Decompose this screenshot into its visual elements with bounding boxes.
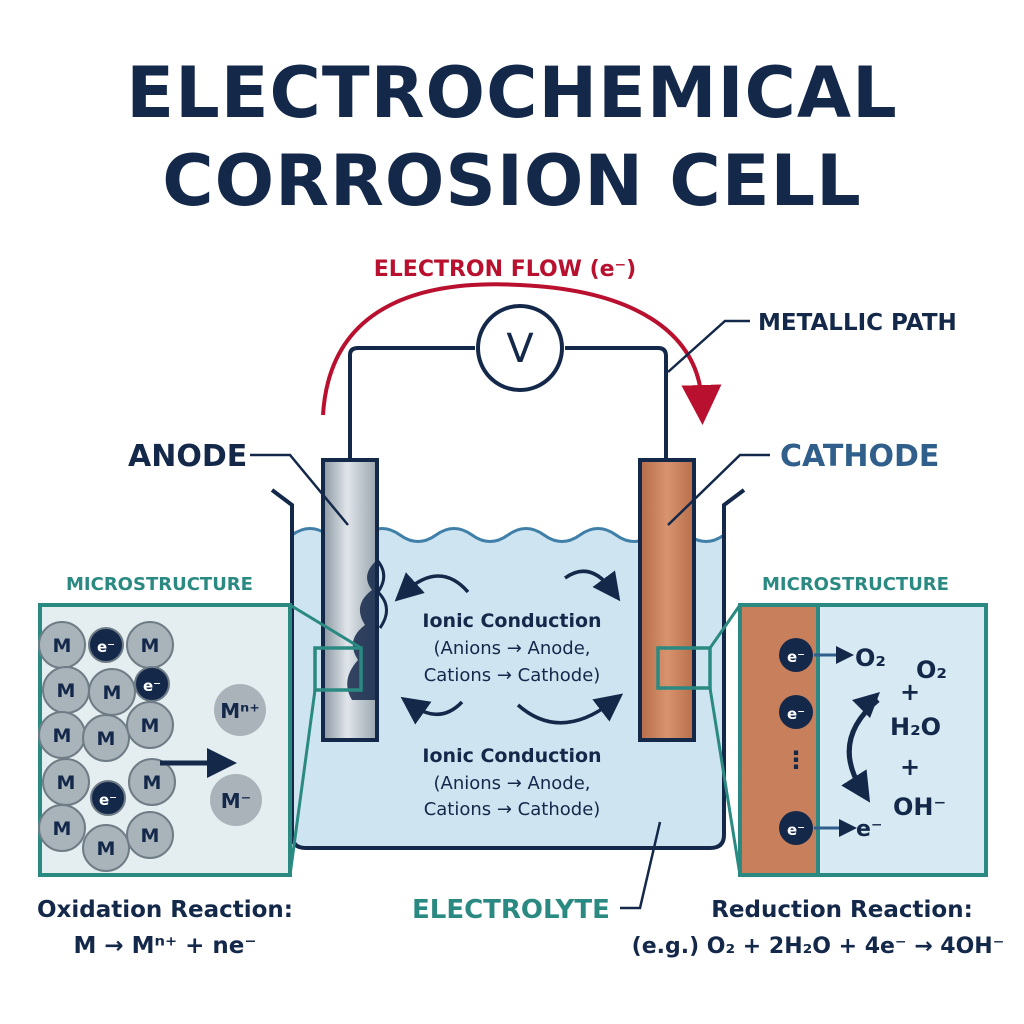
metal-atom-label: M: [53, 818, 72, 840]
cation-ion: [214, 684, 266, 736]
svg-text:e⁻: e⁻: [787, 648, 805, 666]
electrolyte-leader: [620, 821, 662, 910]
svg-text:e⁻: e⁻: [787, 821, 805, 839]
reduction-title: Reduction Reaction:: [711, 897, 973, 923]
ion-arrow-2: [563, 569, 621, 602]
cathode-label: CATHODE: [780, 439, 939, 474]
electron-out: e⁻: [856, 817, 883, 842]
reduction-equation: (e.g.) O₂ + 2H₂O + 4e⁻ → 4OH⁻: [632, 934, 1005, 959]
microstructure-left-label: MICROSTRUCTURE: [66, 574, 253, 595]
metal-atom: [82, 824, 130, 872]
electrolyte-label: ELECTROLYTE: [412, 895, 610, 925]
electrolyte-fill: [292, 528, 724, 848]
metal-atom-label: M: [57, 680, 76, 702]
electron-particle: [779, 695, 813, 729]
electron-flow-label: ELECTRON FLOW (e⁻): [374, 257, 636, 282]
electron-particle: [779, 638, 813, 672]
oxidation-title: Oxidation Reaction:: [37, 897, 293, 923]
ionic-conduction-line2-1: Cations → Cathode): [424, 665, 601, 686]
metal-atom-label: M: [53, 725, 72, 747]
metal-atom-label: M: [143, 772, 162, 794]
cation-ion-label: Mⁿ⁺: [220, 699, 260, 723]
electron-label: e⁻: [99, 791, 117, 809]
metal-atom: [38, 804, 86, 852]
title-line-1: ELECTROCHEMICAL: [126, 52, 898, 134]
electron-flow-arrow: [321, 282, 722, 425]
beaker: [270, 488, 746, 850]
metal-atom-label: M: [103, 682, 122, 704]
oxidation-equation: M → Mⁿ⁺ + ne⁻: [73, 933, 256, 959]
electron-particle: [779, 811, 813, 845]
anode-corrosion-pitting: [347, 560, 377, 700]
metal-atom-label: M: [141, 635, 160, 657]
metal-atom: [128, 758, 176, 806]
title-line-2: CORROSION CELL: [162, 140, 862, 222]
electron-particle: [90, 780, 126, 816]
metal-atom-label: M: [141, 715, 160, 737]
anion-ion-label: M⁻: [221, 789, 251, 813]
cathode-electrode: [638, 458, 696, 742]
ion-arrow-1: [394, 572, 470, 602]
o2-reactant: O₂: [855, 644, 886, 672]
anion-ion: [210, 774, 262, 826]
ionic-conduction-line1-1: (Anions → Anode,: [433, 638, 590, 659]
electron-label: e⁻: [97, 638, 115, 656]
oh-product: OH⁻: [893, 793, 946, 821]
metal-atom-label: M: [53, 635, 72, 657]
metallic-path-label: METALLIC PATH: [758, 310, 957, 336]
microstructure-right-label: MICROSTRUCTURE: [762, 574, 949, 595]
metal-atom: [82, 714, 130, 762]
voltmeter: [476, 304, 564, 392]
svg-text:e⁻: e⁻: [787, 705, 805, 723]
ion-arrow-4: [516, 693, 624, 725]
voltmeter-label: V: [506, 326, 534, 372]
electron-label: e⁻: [143, 677, 161, 695]
electron-particle: [88, 627, 124, 663]
metal-atom-label: M: [141, 825, 160, 847]
electron-particle: [134, 666, 170, 702]
metal-atom-label: M: [97, 728, 116, 750]
metal-atom: [126, 701, 174, 749]
electron-dots: ⋮: [784, 746, 808, 774]
anode-leader: [250, 453, 349, 526]
ionic-conduction-line1-2: (Anions → Anode,: [433, 773, 590, 794]
o2-reactant-2: O₂: [916, 656, 947, 684]
anode-label: ANODE: [128, 439, 247, 474]
plus-sign-1: +: [900, 678, 920, 706]
ion-arrow-3: [400, 696, 464, 725]
metal-atom: [126, 811, 174, 859]
h2o-reactant: H₂O: [890, 713, 941, 741]
metallic-path-wire: [348, 346, 668, 460]
cathode-leader: [667, 453, 770, 526]
ionic-conduction-title-1: Ionic Conduction: [422, 610, 601, 632]
plus-sign-2: +: [900, 753, 920, 781]
ionic-conduction-line2-2: Cations → Cathode): [424, 799, 601, 820]
metal-atom-label: M: [97, 838, 116, 860]
cathode-inspect-box: [656, 646, 712, 690]
ionic-conduction-title-2: Ionic Conduction: [422, 745, 601, 767]
metallic-path-leader: [667, 319, 750, 373]
anode-inspect-box: [313, 646, 363, 692]
metal-atom-label: M: [57, 772, 76, 794]
